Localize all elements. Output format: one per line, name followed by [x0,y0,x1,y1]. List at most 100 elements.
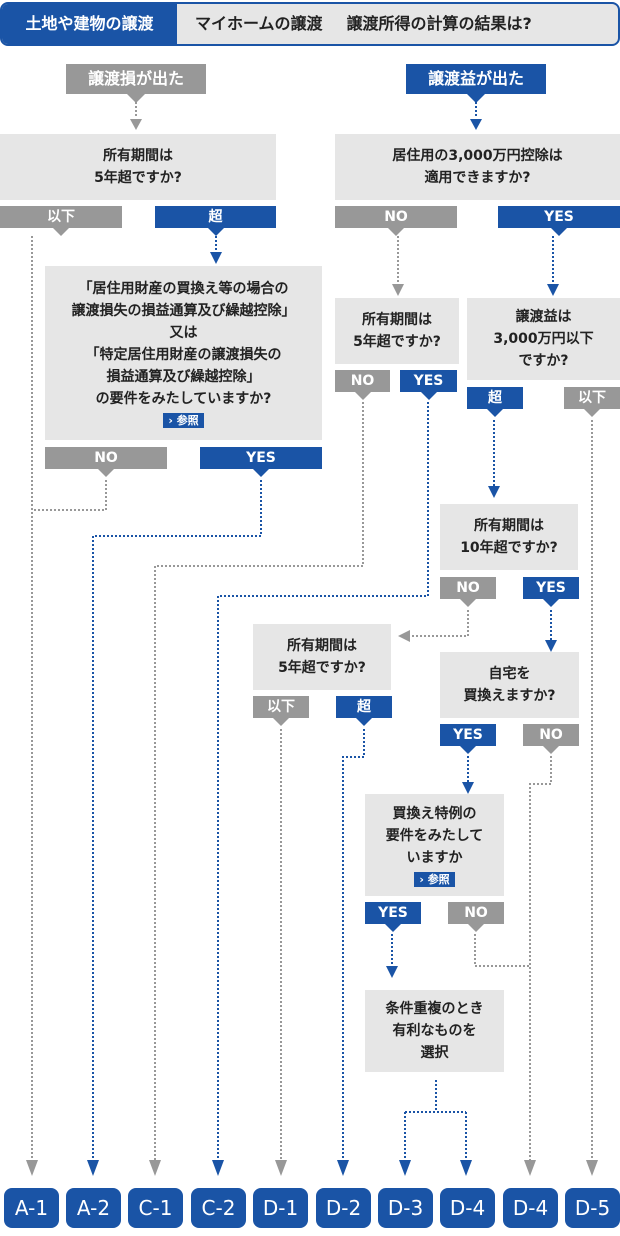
arrow-amount-over [488,486,500,498]
q-line: 買換え特例の [392,806,477,822]
q-line: 10年超ですか? [460,540,558,556]
arrow-p10-no [398,630,410,642]
q-line: 居住用の3,000万円控除は [392,148,563,164]
loss-q-requirements: 「居住用財産の買換え等の場合の 譲渡損失の損益通算及び繰越控除」 又は 「特定居… [45,266,322,440]
gain-q-period5b: 所有期間は 5年超ですか? [253,624,391,690]
arrow-replace-yes [462,782,474,794]
result-d3[interactable]: D-3 [378,1188,433,1228]
q-line: 条件重複のとき [385,1001,484,1017]
loss-q-period-over: 超 [155,206,276,236]
line-special-no [474,934,530,967]
gain-q-amount-over: 超 [467,387,523,417]
header-tab[interactable]: 土地や建物の譲渡 [2,4,177,44]
result-d4-a[interactable]: D-4 [440,1188,495,1228]
q-line: 所有期間は [103,148,173,164]
q-line: 5年超ですか? [353,334,441,350]
gain-q-replace-yes: YES [440,724,496,754]
gain-q-3000-yes: YES [498,206,620,236]
arrow-d1 [275,1160,287,1176]
reference-link[interactable]: › 参照 [414,872,455,887]
header-main-title: 譲渡所得の計算の結果は? [346,14,532,33]
gain-q-3000-no: NO [335,206,457,236]
gain-q-replace-home: 自宅を 買換えますか? [440,652,579,718]
gain-start-label: 譲渡益が出た [406,64,546,103]
gain-q-3000-deduction: 居住用の3,000万円控除は 適用できますか? [335,134,620,200]
line-p5-no-c1 [154,402,364,1160]
q-line: 適用できますか? [424,170,531,186]
result-c1[interactable]: C-1 [128,1188,183,1228]
result-d1[interactable]: D-1 [253,1188,308,1228]
arrow-special-yes [386,966,398,978]
gain-q-period10-no: NO [440,577,496,607]
reference-label: 参照 [176,414,199,427]
line-p10-no [410,610,469,637]
header-title: マイホームの譲渡 譲渡所得の計算の結果は? [195,4,556,44]
q-line: 損益通算及び繰越控除」 [106,369,261,385]
q-line: 又は [169,325,198,341]
q-line: 買換えますか? [463,688,556,704]
arrow-d2 [337,1160,349,1176]
arrowheads [26,119,598,1176]
q-line: 所有期間は [474,518,544,534]
q-line: 譲渡益は [515,309,572,325]
loss-q-requirements-yes: YES [200,447,322,477]
arrow-c2 [212,1160,224,1176]
loss-q-requirements-no: NO [45,447,167,477]
gain-q-period5-yes: YES [400,370,457,400]
arrow-loss-start [130,119,142,130]
gain-q-special-yes: YES [365,902,421,932]
result-a1[interactable]: A-1 [4,1188,59,1228]
arrow-gain-yes [547,284,559,296]
loss-start-label: 譲渡損が出た [66,64,206,103]
gain-q-period10: 所有期間は 10年超ですか? [440,504,578,570]
result-d2[interactable]: D-2 [316,1188,371,1228]
q-line: 選択 [420,1045,449,1061]
q-line: 譲渡損失の損益通算及び繰越控除」 [71,303,296,319]
header-bar: 土地や建物の譲渡 マイホームの譲渡 譲渡所得の計算の結果は? [0,2,620,46]
result-a2[interactable]: A-2 [66,1188,121,1228]
gain-q-special-no: NO [448,902,504,932]
line-choose-split [404,1080,467,1160]
q-line: 「居住用財産の買換え等の場合の [78,281,289,297]
result-d4-b[interactable]: D-4 [503,1188,558,1228]
line-replace-no-d4 [529,756,552,1160]
q-line: 要件をみたして [385,828,484,844]
arrow-a2 [87,1160,99,1176]
arrow-gain-no [392,284,404,296]
arrow-a1 [26,1160,38,1176]
loss-q-period: 所有期間は 5年超ですか? [0,134,276,200]
q-line: 所有期間は [287,638,357,654]
header-subtitle: マイホームの譲渡 [195,14,323,33]
result-d5[interactable]: D-5 [565,1188,620,1228]
arrow-d3 [399,1160,411,1176]
gain-choose-favorable: 条件重複のとき 有利なものを 選択 [365,990,504,1072]
arrow-loss-over [210,252,222,264]
q-line: 3,000万円以下 [493,331,594,347]
q-line: いますか [406,850,463,866]
arrow-d4b [524,1160,536,1176]
gain-q-replace-no: NO [523,724,579,754]
q-line: 「特定居住用財産の譲渡損失の [85,347,282,363]
q-line: ですか? [518,353,569,369]
gain-q-period5b-under: 以下 [253,696,309,726]
arrow-gain-start [470,119,482,130]
q-line: 5年超ですか? [278,660,366,676]
loss-q-period-under: 以下 [0,206,122,236]
gain-q-period5: 所有期間は 5年超ですか? [335,298,459,364]
arrow-c1 [149,1160,161,1176]
q-line: 所有期間は [362,312,432,328]
q-line: 自宅を [488,666,531,682]
reference-label: 参照 [427,873,450,886]
reference-link[interactable]: › 参照 [163,413,204,428]
q-line: の要件をみたしていますか? [95,391,272,407]
line-p5b-over-d2 [342,729,365,1160]
arrow-d5 [586,1160,598,1176]
line-loss-yes-a2 [92,480,262,1160]
gain-q-period5b-over: 超 [336,696,392,726]
arrow-d4a [460,1160,472,1176]
result-c2[interactable]: C-2 [191,1188,246,1228]
arrow-p10-yes [545,640,557,652]
gain-q-special-requirements: 買換え特例の 要件をみたして いますか › 参照 [365,794,504,896]
gain-q-amount: 譲渡益は 3,000万円以下 ですか? [467,298,620,380]
